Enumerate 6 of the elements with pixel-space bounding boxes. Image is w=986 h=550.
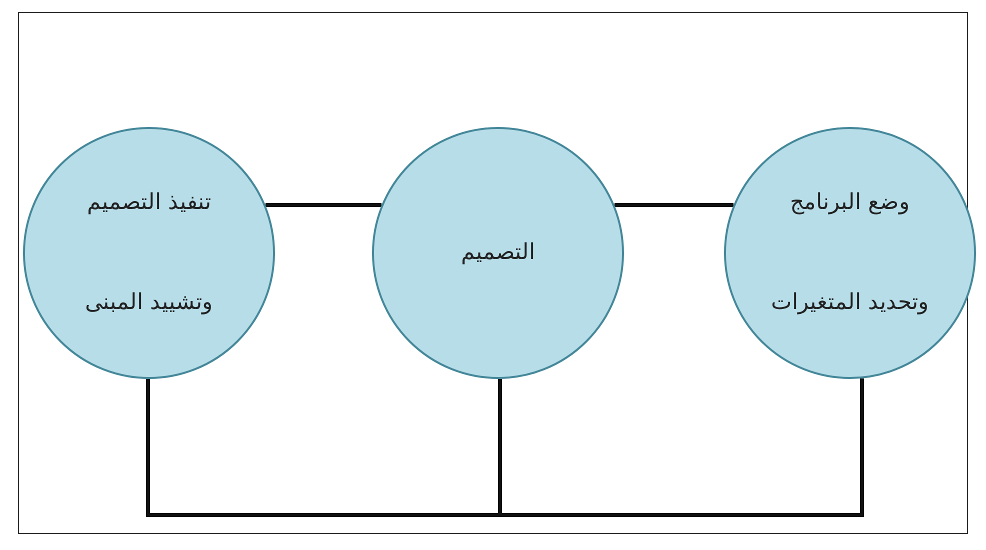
node-text: تنفيذ التصميم وتشييد المبنى — [84, 189, 214, 317]
connector-line — [498, 378, 864, 517]
node-text: التصميم — [460, 239, 536, 267]
connector-line — [614, 203, 734, 207]
connector-line — [266, 203, 382, 207]
node-text: وضع البرنامج وتحديد المتغيرات — [770, 189, 930, 317]
